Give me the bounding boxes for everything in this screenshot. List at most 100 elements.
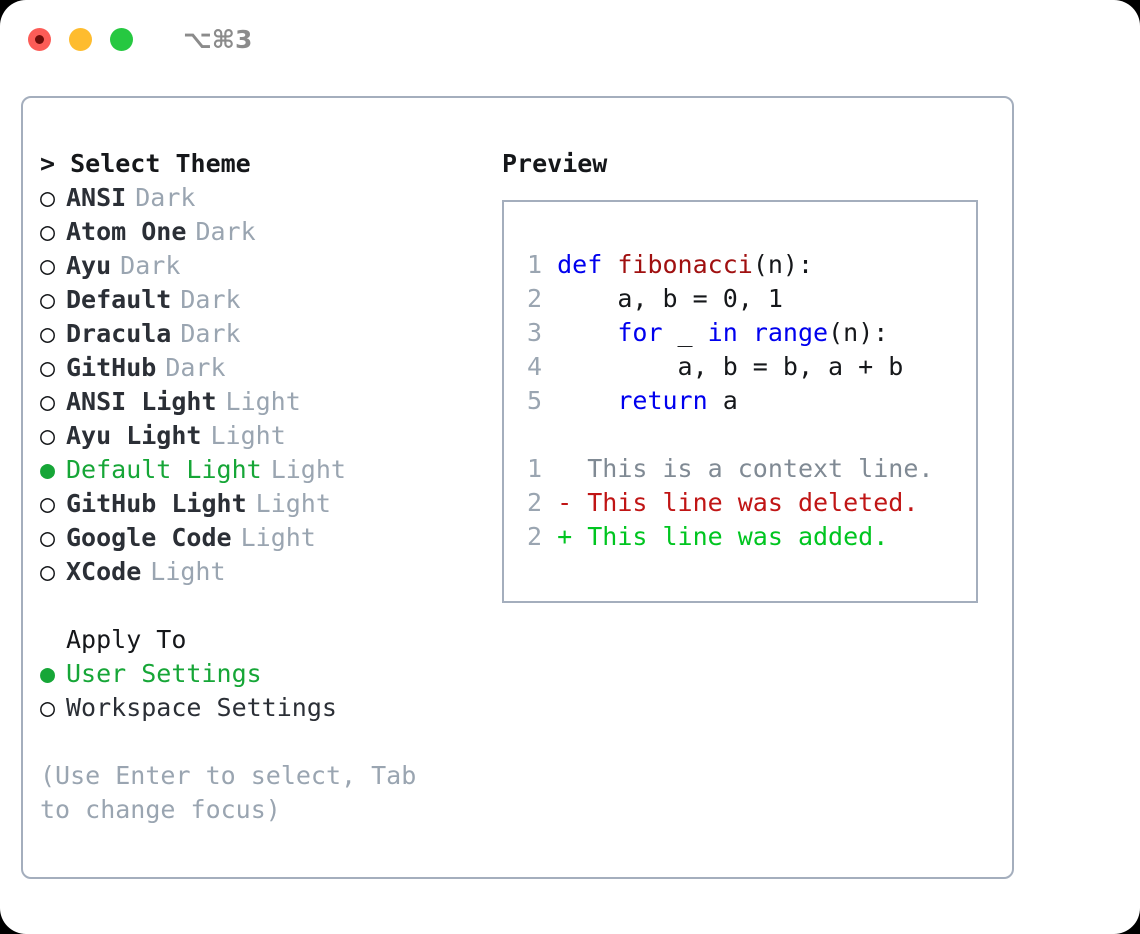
- line-number: 2: [527, 522, 543, 551]
- theme-name: Ayu: [66, 251, 112, 280]
- code-text: a, b = 0, 1: [557, 282, 783, 316]
- theme-name: XCode: [66, 557, 142, 586]
- theme-list-item[interactable]: ○ XCode Light: [40, 555, 490, 589]
- theme-name: ANSI Light: [66, 387, 217, 416]
- radio-unselected-icon: ○: [40, 523, 56, 552]
- theme-name: GitHub: [66, 353, 157, 382]
- diff-text: This line was deleted.: [572, 488, 919, 517]
- radio-unselected-icon: ○: [40, 489, 56, 518]
- code-token: return: [617, 386, 708, 415]
- close-button[interactable]: [28, 27, 51, 51]
- radio-unselected-icon: ○: [40, 693, 56, 722]
- theme-kind-badge: Light: [210, 421, 286, 450]
- apply-to-option[interactable]: ○ Workspace Settings: [40, 691, 490, 725]
- theme-kind-badge: Light: [270, 455, 346, 484]
- theme-list-item[interactable]: ○ Dracula Dark: [40, 317, 490, 351]
- radio-unselected-icon: ○: [40, 217, 56, 246]
- diff-text: This line was added.: [572, 522, 889, 551]
- code-token: (n):: [752, 250, 814, 279]
- apply-to-header: Apply To: [66, 625, 187, 654]
- spacer: [518, 418, 976, 452]
- keyboard-hint: (Use Enter to select, Tab to change focu…: [40, 761, 417, 824]
- theme-name: Default Light: [66, 455, 262, 484]
- theme-kind-badge: Light: [225, 387, 301, 416]
- maximize-button[interactable]: [110, 27, 133, 51]
- theme-name: Dracula: [66, 319, 172, 348]
- radio-unselected-icon: ○: [40, 183, 56, 212]
- line-number: 5: [527, 386, 543, 415]
- radio-unselected-icon: ○: [40, 251, 56, 280]
- radio-selected-icon: ●: [40, 455, 56, 484]
- code-token: [557, 318, 617, 347]
- apply-to-option[interactable]: ● User Settings: [40, 657, 490, 691]
- theme-list-item[interactable]: ● Default Light Light: [40, 453, 490, 487]
- code-token: [738, 318, 753, 347]
- code-line: 4 a, b = b, a + b: [518, 350, 976, 384]
- code-token: range: [752, 318, 829, 347]
- code-line: 3 for _ in range(n):: [518, 316, 976, 350]
- code-token: in: [707, 318, 738, 347]
- diff-line: 1 This is a context line.: [518, 452, 976, 486]
- radio-unselected-icon: ○: [40, 557, 56, 586]
- radio-selected-icon: ●: [40, 659, 56, 688]
- title-bar: ⌥⌘3: [0, 0, 1140, 78]
- theme-kind-badge: Light: [255, 489, 331, 518]
- radio-unselected-icon: ○: [40, 285, 56, 314]
- code-token: [557, 386, 617, 415]
- diff-marker: -: [557, 488, 573, 517]
- theme-list-item[interactable]: ○ Ayu Dark: [40, 249, 490, 283]
- theme-list-item[interactable]: ○ Ayu Light Light: [40, 419, 490, 453]
- minimize-button[interactable]: [69, 27, 92, 51]
- code-line: 2 a, b = 0, 1: [518, 282, 976, 316]
- code-token: a, b = b, a + b: [557, 352, 904, 381]
- diff-text: This is a context line.: [572, 454, 934, 483]
- code-token: (n):: [828, 318, 889, 347]
- theme-name: Ayu Light: [66, 421, 202, 450]
- diff-line: 2- This line was deleted.: [518, 486, 976, 520]
- theme-name: Default: [66, 285, 172, 314]
- apply-to-list[interactable]: ● User Settings ○ Workspace Settings: [40, 657, 490, 725]
- radio-unselected-icon: ○: [40, 353, 56, 382]
- preview-title: Preview: [502, 149, 608, 178]
- diff-line: 2 + This line was added.: [518, 520, 976, 554]
- code-token: a: [707, 386, 738, 415]
- code-token: a, b = 0, 1: [557, 284, 783, 313]
- theme-kind-badge: Dark: [180, 319, 241, 348]
- code-text: return a: [557, 384, 738, 418]
- code-token: for: [617, 318, 663, 347]
- code-token: def: [557, 250, 618, 279]
- theme-name: ANSI: [66, 183, 127, 212]
- apply-to-label: User Settings: [66, 659, 262, 688]
- radio-unselected-icon: ○: [40, 387, 56, 416]
- code-text: for _ in range(n):: [557, 316, 888, 350]
- theme-kind-badge: Dark: [120, 251, 181, 280]
- diff-marker: +: [557, 522, 573, 551]
- radio-unselected-icon: ○: [40, 319, 56, 348]
- code-text: a, b = b, a + b: [557, 350, 904, 384]
- apply-to-label: Workspace Settings: [66, 693, 337, 722]
- window-controls: [28, 27, 133, 51]
- diff-sample: 1 This is a context line.2- This line wa…: [518, 452, 976, 554]
- theme-kind-badge: Dark: [195, 217, 256, 246]
- line-number: 2: [527, 488, 543, 517]
- select-theme-header: > Select Theme: [40, 149, 251, 178]
- spacer: [40, 589, 490, 623]
- line-number: 4: [527, 352, 543, 381]
- theme-kind-badge: Light: [150, 557, 226, 586]
- code-token: fibonacci: [617, 250, 753, 279]
- radio-unselected-icon: ○: [40, 421, 56, 450]
- theme-list-item[interactable]: ○ ANSI Light Light: [40, 385, 490, 419]
